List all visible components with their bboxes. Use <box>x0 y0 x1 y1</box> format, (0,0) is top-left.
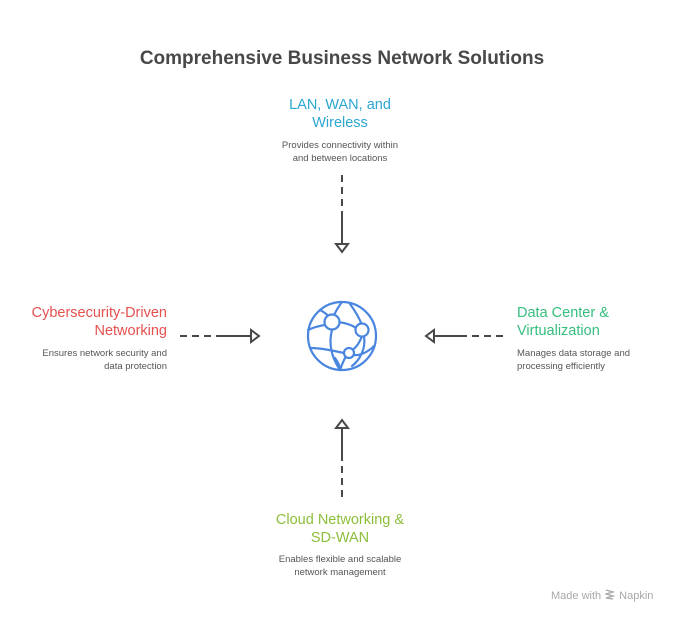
node-title-cybersecurity: Cybersecurity-Driven Networking <box>0 304 167 340</box>
node-desc-line: processing efficiently <box>517 361 606 372</box>
arrow-top-down <box>334 175 350 254</box>
node-desc-cybersecurity: Ensures network security and data protec… <box>0 347 167 373</box>
node-desc-line: and between locations <box>292 153 388 164</box>
node-title-line: Virtualization <box>517 323 600 339</box>
arrow-bottom-up <box>334 418 350 497</box>
node-title-lan-wan: LAN, WAN, and Wireless <box>240 96 440 132</box>
globe-network-icon <box>306 300 378 372</box>
watermark-brand: Napkin <box>619 590 654 602</box>
node-title-line: Cybersecurity-Driven <box>31 305 167 321</box>
node-title-line: Cloud Networking & <box>275 512 405 528</box>
arrow-right-left <box>424 328 503 344</box>
node-title-line: Data Center & <box>517 305 609 321</box>
node-desc-cloud: Enables flexible and scalable network ma… <box>240 553 440 579</box>
node-desc-line: Manages data storage and <box>517 348 631 359</box>
node-desc-line: Provides connectivity within <box>281 140 399 151</box>
node-title-line: Networking <box>94 323 167 339</box>
napkin-logo-icon <box>603 589 616 603</box>
arrow-left-right <box>180 328 261 344</box>
node-title-line: LAN, WAN, and <box>289 97 391 113</box>
watermark-prefix: Made with <box>551 590 602 602</box>
diagram-title: Comprehensive Business Network Solutions <box>139 48 545 69</box>
node-desc-line: Ensures network security and <box>42 348 167 359</box>
node-desc-line: data protection <box>104 361 167 372</box>
watermark: Made with Napkin <box>551 589 653 603</box>
node-desc-lan-wan: Provides connectivity within and between… <box>240 139 440 165</box>
node-desc-data-center: Manages data storage and processing effi… <box>517 347 684 373</box>
node-title-cloud: Cloud Networking & SD-WAN <box>240 511 440 547</box>
node-desc-line: network management <box>294 567 386 578</box>
node-desc-line: Enables flexible and scalable <box>278 554 402 565</box>
node-title-data-center: Data Center & Virtualization <box>517 304 684 340</box>
node-title-line: SD-WAN <box>310 530 370 546</box>
node-title-line: Wireless <box>312 115 368 131</box>
